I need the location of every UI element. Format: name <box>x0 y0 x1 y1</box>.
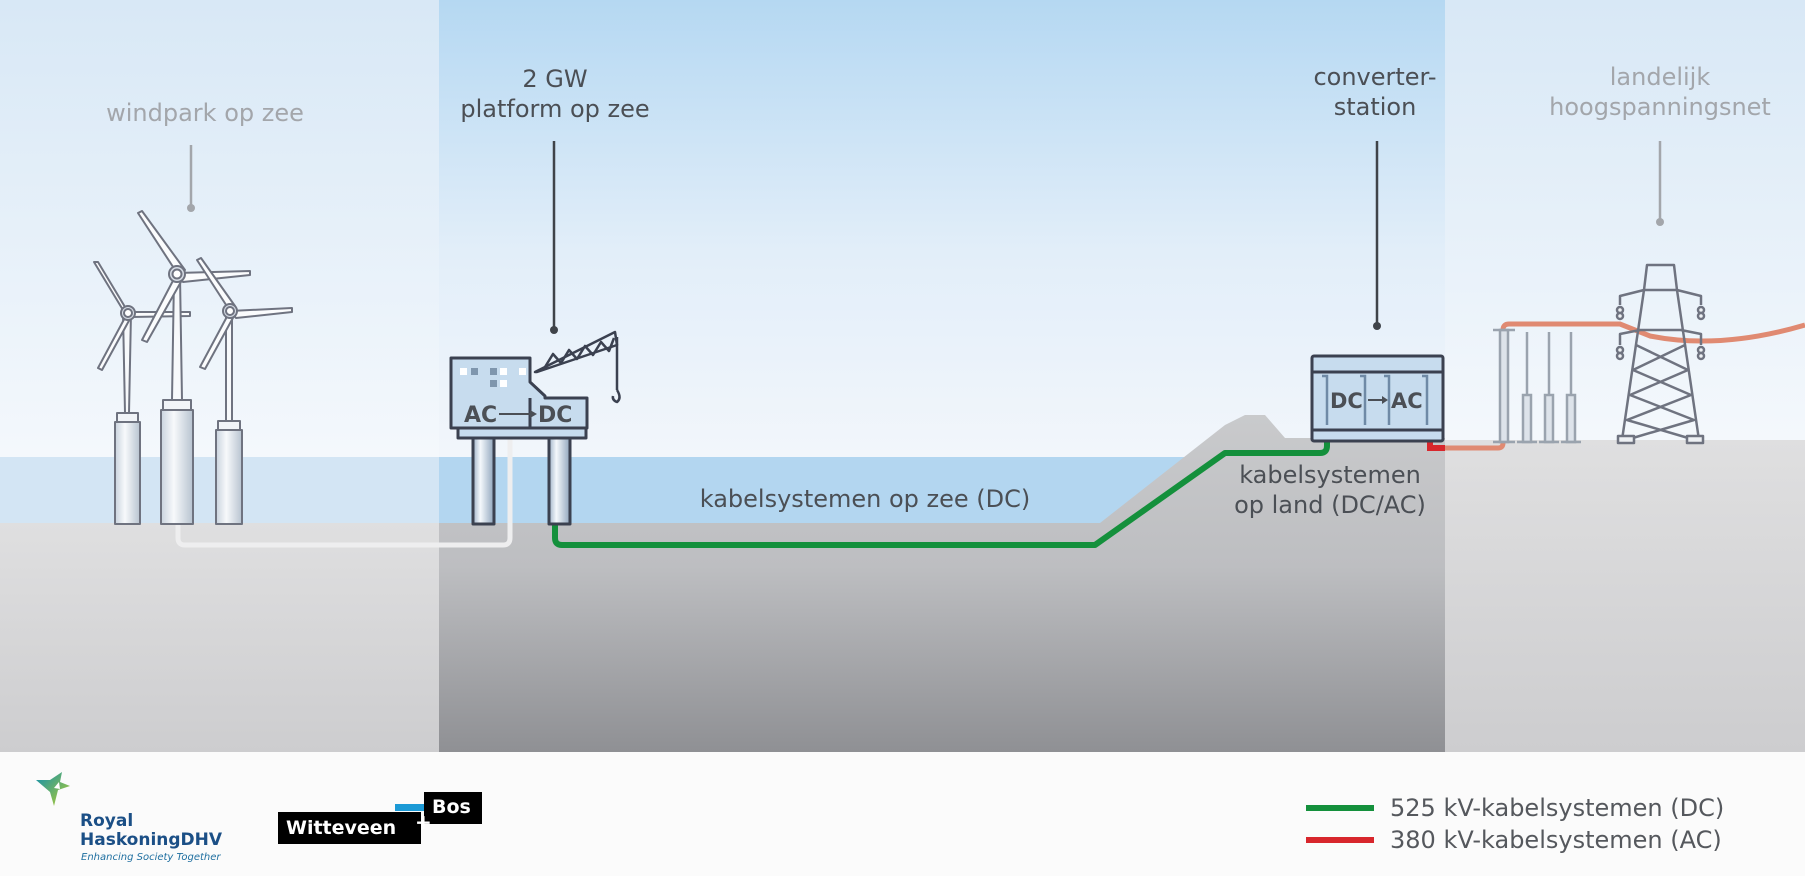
label-platform-line1: 2 GW <box>522 65 588 93</box>
transmission-pylon-icon <box>1615 263 1706 445</box>
rhdhv-tagline: Enhancing Society Together <box>81 852 221 863</box>
dc-cable <box>552 432 1330 548</box>
label-converter-line2: station <box>1333 93 1417 121</box>
rhdhv-line2: HaskoningDHV <box>80 830 223 850</box>
inter-array-cable <box>175 432 513 548</box>
label-grid: landelijk hoogspanningsnet <box>1540 62 1780 122</box>
sky-left-panel <box>0 0 439 457</box>
wb-plus: + <box>415 810 432 834</box>
label-windpark-text: windpark op zee <box>106 99 304 127</box>
label-land-cables-line2: op land (DC/AC) <box>1234 491 1426 519</box>
grid-connection-diagram: AC DC DC AC <box>0 0 1805 752</box>
rhdhv-line1: Royal <box>80 811 134 831</box>
rhdhv-star-icon <box>36 772 70 806</box>
label-converter-line1: converter- <box>1313 63 1437 91</box>
legend-item-ac: 380 kV-kabelsystemen (AC) <box>1306 826 1722 854</box>
ac-cable-to-substation <box>1445 321 1805 451</box>
legend-label-ac: 380 kV-kabelsystemen (AC) <box>1390 826 1722 854</box>
wind-turbine-icon <box>196 257 293 525</box>
seabed-left <box>0 523 439 752</box>
leader-platform <box>550 141 558 334</box>
converter-arrowhead-icon <box>1382 396 1388 404</box>
wb-left-text: Witteveen <box>286 817 397 839</box>
wind-turbine-icon <box>137 210 251 525</box>
label-land-cables: kabelsystemen op land (DC/AC) <box>1215 460 1445 520</box>
legend-swatch-ac <box>1306 837 1374 843</box>
converter-station-icon <box>1310 354 1445 443</box>
ac-cable <box>1427 440 1445 451</box>
converter-conversion-to: AC <box>1391 389 1423 413</box>
wb-accent-bar <box>395 804 425 811</box>
legend-label-dc: 525 kV-kabelsystemen (DC) <box>1390 794 1725 822</box>
crane-icon <box>533 330 621 404</box>
legend-swatch-dc <box>1306 805 1374 811</box>
wb-right-block: Bos <box>424 792 482 824</box>
label-grid-line1: landelijk <box>1609 63 1711 91</box>
converter-conversion-from: DC <box>1330 389 1363 413</box>
platform-arrowhead-icon <box>530 410 537 418</box>
offshore-platform-icon <box>449 330 621 526</box>
substation-icon <box>1493 328 1581 444</box>
leader-windpark <box>187 145 195 212</box>
label-platform-line2: platform op zee <box>460 95 650 123</box>
footer: Royal HaskoningDHV Enhancing Society Tog… <box>0 752 1805 876</box>
sky-center-panel <box>439 0 1445 457</box>
label-sea-cables: kabelsystemen op zee (DC) <box>680 484 1050 514</box>
platform-conversion-to: DC <box>538 403 572 428</box>
legend-item-dc: 525 kV-kabelsystemen (DC) <box>1306 794 1724 822</box>
wb-right-text: Bos <box>432 796 471 818</box>
platform-conversion-from: AC <box>464 403 497 428</box>
wind-turbines <box>93 210 293 525</box>
label-sea-cables-text: kabelsystemen op zee (DC) <box>699 485 1031 513</box>
logo-royal-haskoningdhv: Royal HaskoningDHV Enhancing Society Tog… <box>36 770 236 863</box>
leader-converter <box>1373 141 1381 330</box>
label-platform: 2 GW platform op zee <box>430 64 680 124</box>
label-windpark: windpark op zee <box>80 98 330 128</box>
land-right <box>1445 440 1805 752</box>
seabed-and-land-center <box>439 415 1445 752</box>
label-land-cables-line1: kabelsystemen <box>1239 461 1421 489</box>
leader-grid <box>1656 141 1664 226</box>
label-grid-line2: hoogspanningsnet <box>1549 93 1771 121</box>
label-converter: converter- station <box>1300 62 1450 122</box>
logo-witteveen-bos: Witteveen Bos + <box>278 792 483 846</box>
wb-left-block: Witteveen <box>278 812 421 844</box>
